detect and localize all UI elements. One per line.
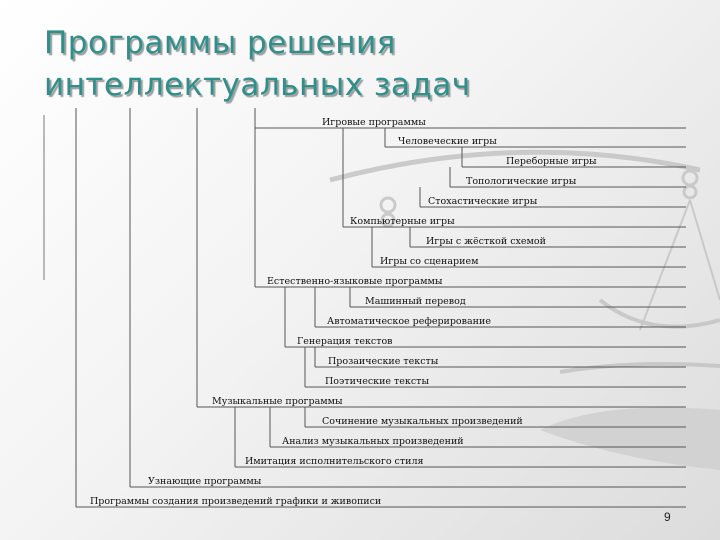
title-line-1: Программы решения (44, 25, 396, 61)
tree-node-label: Прозаические тексты (328, 356, 439, 367)
tree-node-label: Узнающие программы (148, 476, 262, 487)
tree-node-label: Переборные игры (506, 156, 597, 167)
tree-node-label: Программы создания произведений графики … (90, 496, 381, 507)
tree-node-label: Сочинение музыкальных произведений (322, 416, 523, 427)
tree-node-label: Автоматическое реферирование (327, 316, 491, 327)
tree-node-label: Игровые программы (322, 117, 426, 128)
tree-node-label: Естественно-языковые программы (267, 276, 443, 287)
tree-node-label: Компьютерные игры (350, 216, 455, 227)
page-number: 9 (664, 510, 671, 524)
tree-node-label: Генерация текстов (297, 336, 393, 347)
tree-node-label: Поэтические тексты (325, 376, 429, 387)
tree-node-label: Человеческие игры (398, 136, 497, 147)
tree-node-label: Машинный перевод (365, 296, 466, 307)
tree-node-label: Стохастические игры (428, 196, 538, 207)
tree-node-label: Имитация исполнительского стиля (245, 456, 424, 467)
tree-node-label: Анализ музыкальных произведений (282, 436, 464, 447)
tree-node-label: Музыкальные программы (212, 396, 343, 407)
title-line-2: интеллектуальных задач (44, 67, 471, 103)
tree-node-label: Топологические игры (466, 176, 577, 187)
scales-watermark-icon (329, 149, 720, 470)
tree-node-label: Игры со сценарием (380, 256, 479, 267)
tree-node-label: Игры с жёсткой схемой (426, 236, 546, 247)
page-title: Программы решения интеллектуальных задач (44, 22, 471, 106)
